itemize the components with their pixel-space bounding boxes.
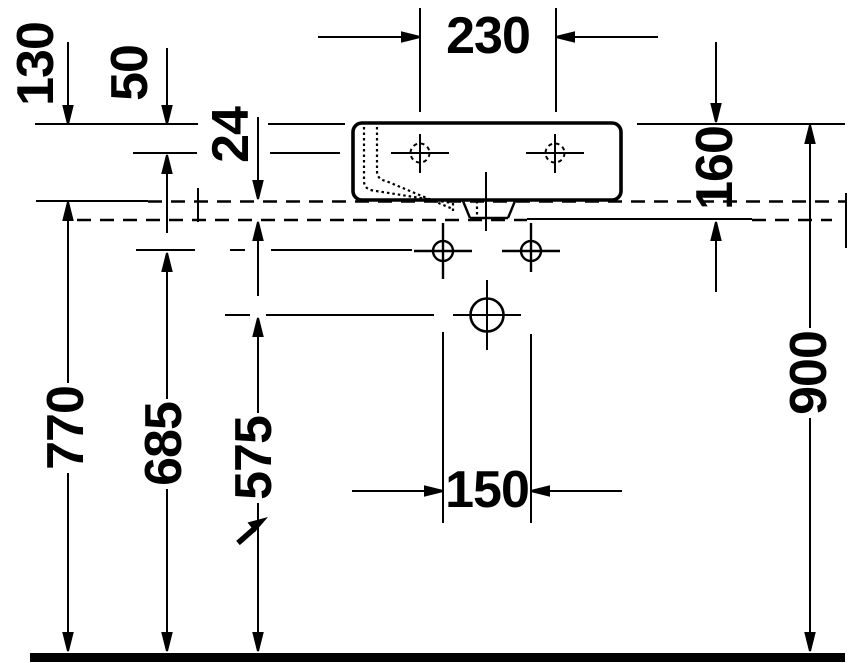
tap-hole-left-icon bbox=[391, 134, 449, 173]
label-rim-to-siphon-line: 160 bbox=[686, 126, 744, 210]
label-mounting-gap: 24 bbox=[202, 107, 260, 163]
fixing-hole-right-icon bbox=[502, 223, 560, 272]
siphon-wall-line bbox=[77, 218, 832, 222]
tap-hole-right-icon bbox=[526, 134, 584, 173]
floor-line bbox=[30, 653, 845, 662]
label-drain-center-height: 575 bbox=[225, 416, 283, 500]
label-rim-to-tap-line: 50 bbox=[101, 45, 159, 101]
label-fixing-hole-spacing: 150 bbox=[445, 461, 530, 519]
dim-160 bbox=[710, 42, 722, 292]
label-fixing-hole-height: 685 bbox=[135, 402, 193, 486]
dim-130-770 bbox=[62, 42, 74, 652]
dim-230 bbox=[318, 8, 658, 112]
drain-outlet bbox=[461, 172, 517, 231]
label-rim-to-mounting-line: 130 bbox=[7, 22, 65, 106]
dim-50-685 bbox=[161, 48, 173, 652]
drain-pipe-icon bbox=[469, 280, 505, 350]
label-underside-height: 770 bbox=[37, 386, 95, 470]
dim-900 bbox=[804, 124, 816, 652]
fixing-hole-left-icon bbox=[414, 223, 472, 279]
basin-section-dotted bbox=[362, 127, 479, 217]
dim-24-575 bbox=[252, 117, 264, 652]
label-rim-height: 900 bbox=[780, 331, 838, 415]
dim-150 bbox=[352, 332, 622, 523]
adjustable-height-arrow-icon bbox=[236, 517, 268, 546]
label-tap-hole-spacing: 230 bbox=[446, 7, 531, 65]
